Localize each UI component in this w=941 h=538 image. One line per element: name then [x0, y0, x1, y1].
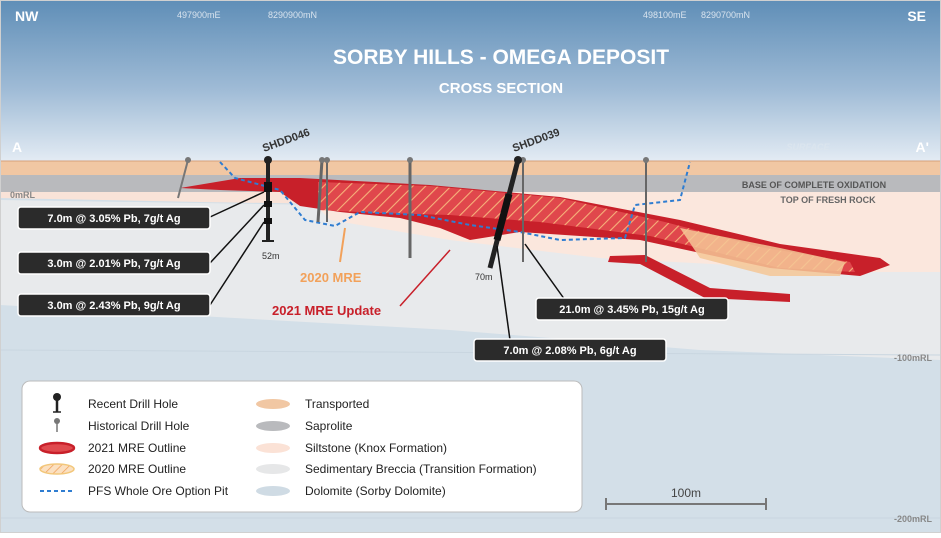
- shdd046-depth: 52m: [262, 251, 280, 261]
- minus100-line: [0, 349, 941, 356]
- page-title: SORBY HILLS - OMEGA DEPOSIT: [333, 46, 669, 69]
- legend-transported: Transported: [305, 397, 369, 411]
- coord-left-e: 497900mE: [177, 10, 221, 20]
- svg-text:7.0m @ 3.05% Pb, 7g/t Ag: 7.0m @ 3.05% Pb, 7g/t Ag: [47, 213, 180, 225]
- mre-2020-label: 2020 MRE: [300, 270, 362, 285]
- svg-text:21.0m @ 3.45% Pb, 15g/t Ag: 21.0m @ 3.45% Pb, 15g/t Ag: [559, 304, 704, 316]
- historical-drill-hole-icon: [54, 418, 60, 432]
- sky: [0, 0, 941, 162]
- top-fresh-rock-label: TOP OF FRESH ROCK: [780, 195, 876, 205]
- recent-drill-hole-icon: [53, 393, 61, 413]
- legend-siltstone: Siltstone (Knox Formation): [305, 441, 447, 455]
- transported-unit: [0, 161, 941, 175]
- rl-minus100-label: -100mRL: [894, 353, 933, 363]
- breccia-legend-icon: [256, 464, 290, 474]
- drill-hole-shdd046: [262, 156, 274, 242]
- coord-right-e: 498100mE: [643, 10, 687, 20]
- legend-dolomite: Dolomite (Sorby Dolomite): [305, 484, 446, 498]
- svg-text:7.0m @ 2.08% Pb, 6g/t Ag: 7.0m @ 2.08% Pb, 6g/t Ag: [503, 345, 636, 357]
- rl-minus200-label: -200mRL: [894, 514, 933, 524]
- se-label: SE: [907, 8, 926, 24]
- legend-pfs-pit: PFS Whole Ore Option Pit: [88, 484, 229, 498]
- end-a-label: A: [12, 139, 22, 155]
- end-a-prime-label: A': [916, 139, 929, 155]
- rl-0-label: 0mRL: [10, 190, 36, 200]
- pfs-pit-outline: [219, 161, 691, 242]
- surface-label: SURFACE: [786, 142, 830, 152]
- saprolite-legend-icon: [256, 421, 290, 431]
- mre-2021-lower-lens: [608, 255, 790, 302]
- drill-hole-shdd039: [487, 156, 522, 269]
- mre-2021-legend-icon: [38, 441, 76, 455]
- scale-bar: 100m: [605, 486, 767, 510]
- mre-2020-outline: [680, 228, 845, 276]
- legend-mre-2020: 2020 MRE Outline: [88, 462, 186, 476]
- svg-text:3.0m @ 2.01% Pb, 7g/t Ag: 3.0m @ 2.01% Pb, 7g/t Ag: [47, 258, 180, 270]
- scale-bar-label: 100m: [671, 486, 701, 500]
- legend-recent-drill-hole: Recent Drill Hole: [88, 397, 178, 411]
- legend-saprolite: Saprolite: [305, 419, 353, 433]
- intercept-box-5: 7.0m @ 2.08% Pb, 6g/t Ag: [473, 338, 667, 362]
- page-subtitle: CROSS SECTION: [439, 80, 563, 97]
- mre-2021-label: 2021 MRE Update: [272, 303, 381, 318]
- intercept-leaders: [209, 191, 566, 341]
- mre-2020-legend-icon: [39, 463, 75, 475]
- coord-left-n: 8290900mN: [268, 10, 317, 20]
- base-oxidation-label: BASE OF COMPLETE OXIDATION: [742, 180, 886, 190]
- legend-breccia: Sedimentary Breccia (Transition Formatio…: [305, 462, 537, 476]
- historical-drill-holes: [177, 157, 649, 262]
- intercept-box-2: 3.0m @ 2.01% Pb, 7g/t Ag: [17, 251, 211, 275]
- intercept-box-3: 3.0m @ 2.43% Pb, 9g/t Ag: [17, 293, 211, 317]
- svg-text:3.0m @ 2.43% Pb, 9g/t Ag: 3.0m @ 2.43% Pb, 9g/t Ag: [47, 300, 180, 312]
- intercept-box-4: 21.0m @ 3.45% Pb, 15g/t Ag: [535, 297, 729, 321]
- dolomite-legend-icon: [256, 486, 290, 496]
- transported-legend-icon: [256, 399, 290, 409]
- nw-label: NW: [15, 8, 39, 24]
- siltstone-legend-icon: [256, 443, 290, 453]
- legend: Recent Drill Hole Historical Drill Hole …: [21, 380, 583, 513]
- coord-right-n: 8290700mN: [701, 10, 750, 20]
- intercept-box-1: 7.0m @ 3.05% Pb, 7g/t Ag: [17, 206, 211, 230]
- shdd039-depth: 70m: [475, 272, 493, 282]
- legend-mre-2021: 2021 MRE Outline: [88, 441, 186, 455]
- legend-historical-drill-hole: Historical Drill Hole: [88, 419, 190, 433]
